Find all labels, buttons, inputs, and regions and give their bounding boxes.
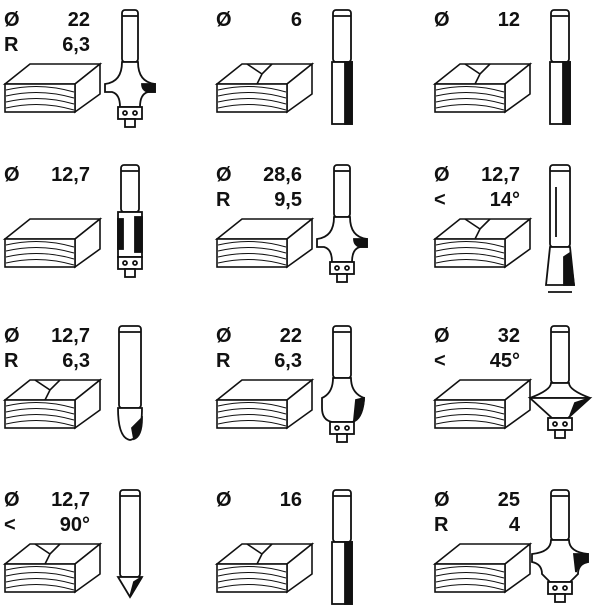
router-bit-illustration <box>2 325 143 441</box>
wood-profile-icon <box>2 62 103 114</box>
dimension-value: 32 <box>497 325 520 347</box>
wood-profile-icon <box>432 62 533 114</box>
router-bit-cell: Ø 12,7 <box>0 157 200 307</box>
dimension-value: 14° <box>489 189 520 211</box>
diameter-symbol: Ø <box>4 9 20 31</box>
wood-profile-icon <box>214 217 315 269</box>
router-bit-illustration <box>2 489 144 599</box>
flush-trim-bit-icon <box>117 164 143 278</box>
dimension-value: 12 <box>497 9 520 31</box>
router-bit-cell: Ø 12,7 <14° <box>430 157 605 307</box>
straight-bit-icon <box>331 489 353 605</box>
router-bit-illustration <box>2 9 156 128</box>
dovetail-bit-icon <box>545 164 576 293</box>
dimension-value: 12,7 <box>481 164 520 186</box>
wood-profile-icon <box>2 217 103 269</box>
dimension-value: 12,7 <box>51 164 90 186</box>
diameter-symbol: Ø <box>216 164 232 186</box>
dimension-value: 9,5 <box>274 189 302 211</box>
diameter-symbol: Ø <box>216 489 232 511</box>
dimension-value: 6,3 <box>62 350 90 372</box>
wood-profile-icon <box>214 62 315 114</box>
radius-symbol: R <box>434 514 449 536</box>
router-bit-illustration <box>214 489 353 605</box>
router-bit-cell: Ø 16 <box>212 482 412 605</box>
wood-profile-icon <box>2 542 103 594</box>
wood-profile-icon <box>214 378 315 430</box>
angle-symbol: < <box>434 350 446 372</box>
angle-symbol: < <box>434 189 446 211</box>
diameter-symbol: Ø <box>4 164 20 186</box>
router-bit-illustration <box>432 164 576 293</box>
roundover-bearing-bit-icon <box>316 164 368 283</box>
dimension-value: 28,6 <box>263 164 302 186</box>
wood-profile-icon <box>432 378 533 430</box>
dimension-value: 25 <box>497 489 520 511</box>
diameter-symbol: Ø <box>434 9 450 31</box>
diameter-symbol: Ø <box>4 489 20 511</box>
dimension-value: 45° <box>489 350 520 372</box>
chamfer-bit-icon <box>527 325 593 439</box>
angle-symbol: < <box>4 514 16 536</box>
router-bit-cell: Ø 12,7 <90° <box>0 482 200 605</box>
core-box-bit-icon <box>117 325 143 441</box>
cove-bit-icon <box>321 325 365 443</box>
radius-symbol: R <box>216 189 231 211</box>
dimension-value: 6,3 <box>274 350 302 372</box>
router-bit-illustration <box>432 325 593 439</box>
straight-bit-icon <box>331 9 353 125</box>
roundover-bearing-bit-icon <box>104 9 156 128</box>
dimension-value: 12,7 <box>51 325 90 347</box>
wood-profile-icon <box>2 378 103 430</box>
router-bit-illustration <box>432 9 571 125</box>
dimension-value: 16 <box>279 489 302 511</box>
diameter-symbol: Ø <box>434 325 450 347</box>
radius-symbol: R <box>4 350 19 372</box>
dimension-value: 12,7 <box>51 489 90 511</box>
diameter-symbol: Ø <box>4 325 20 347</box>
router-bit-cell: Ø 12 <box>430 2 605 152</box>
wood-profile-icon <box>432 217 533 269</box>
router-bit-cell: Ø 32 <45° <box>430 318 605 468</box>
dimension-value: 90° <box>59 514 90 536</box>
dimension-value: 22 <box>67 9 90 31</box>
dimension-value: 22 <box>279 325 302 347</box>
router-bit-illustration <box>214 164 368 283</box>
router-bit-illustration <box>214 325 365 443</box>
diameter-symbol: Ø <box>216 9 232 31</box>
wood-profile-icon <box>214 542 315 594</box>
diameter-symbol: Ø <box>216 325 232 347</box>
router-bit-illustration <box>2 164 143 278</box>
radius-symbol: R <box>4 34 19 56</box>
dimension-value: 6,3 <box>62 34 90 56</box>
diameter-symbol: Ø <box>434 489 450 511</box>
radius-symbol: R <box>216 350 231 372</box>
diameter-symbol: Ø <box>434 164 450 186</box>
router-bit-illustration <box>214 9 353 125</box>
wood-profile-icon <box>432 542 533 594</box>
router-bit-illustration <box>432 489 589 603</box>
straight-bit-icon <box>549 9 571 125</box>
v-groove-bit-icon <box>116 489 144 599</box>
ogee-bit-icon <box>531 489 589 603</box>
dimension-value: 6 <box>290 9 302 31</box>
dimension-value: 4 <box>508 514 520 536</box>
